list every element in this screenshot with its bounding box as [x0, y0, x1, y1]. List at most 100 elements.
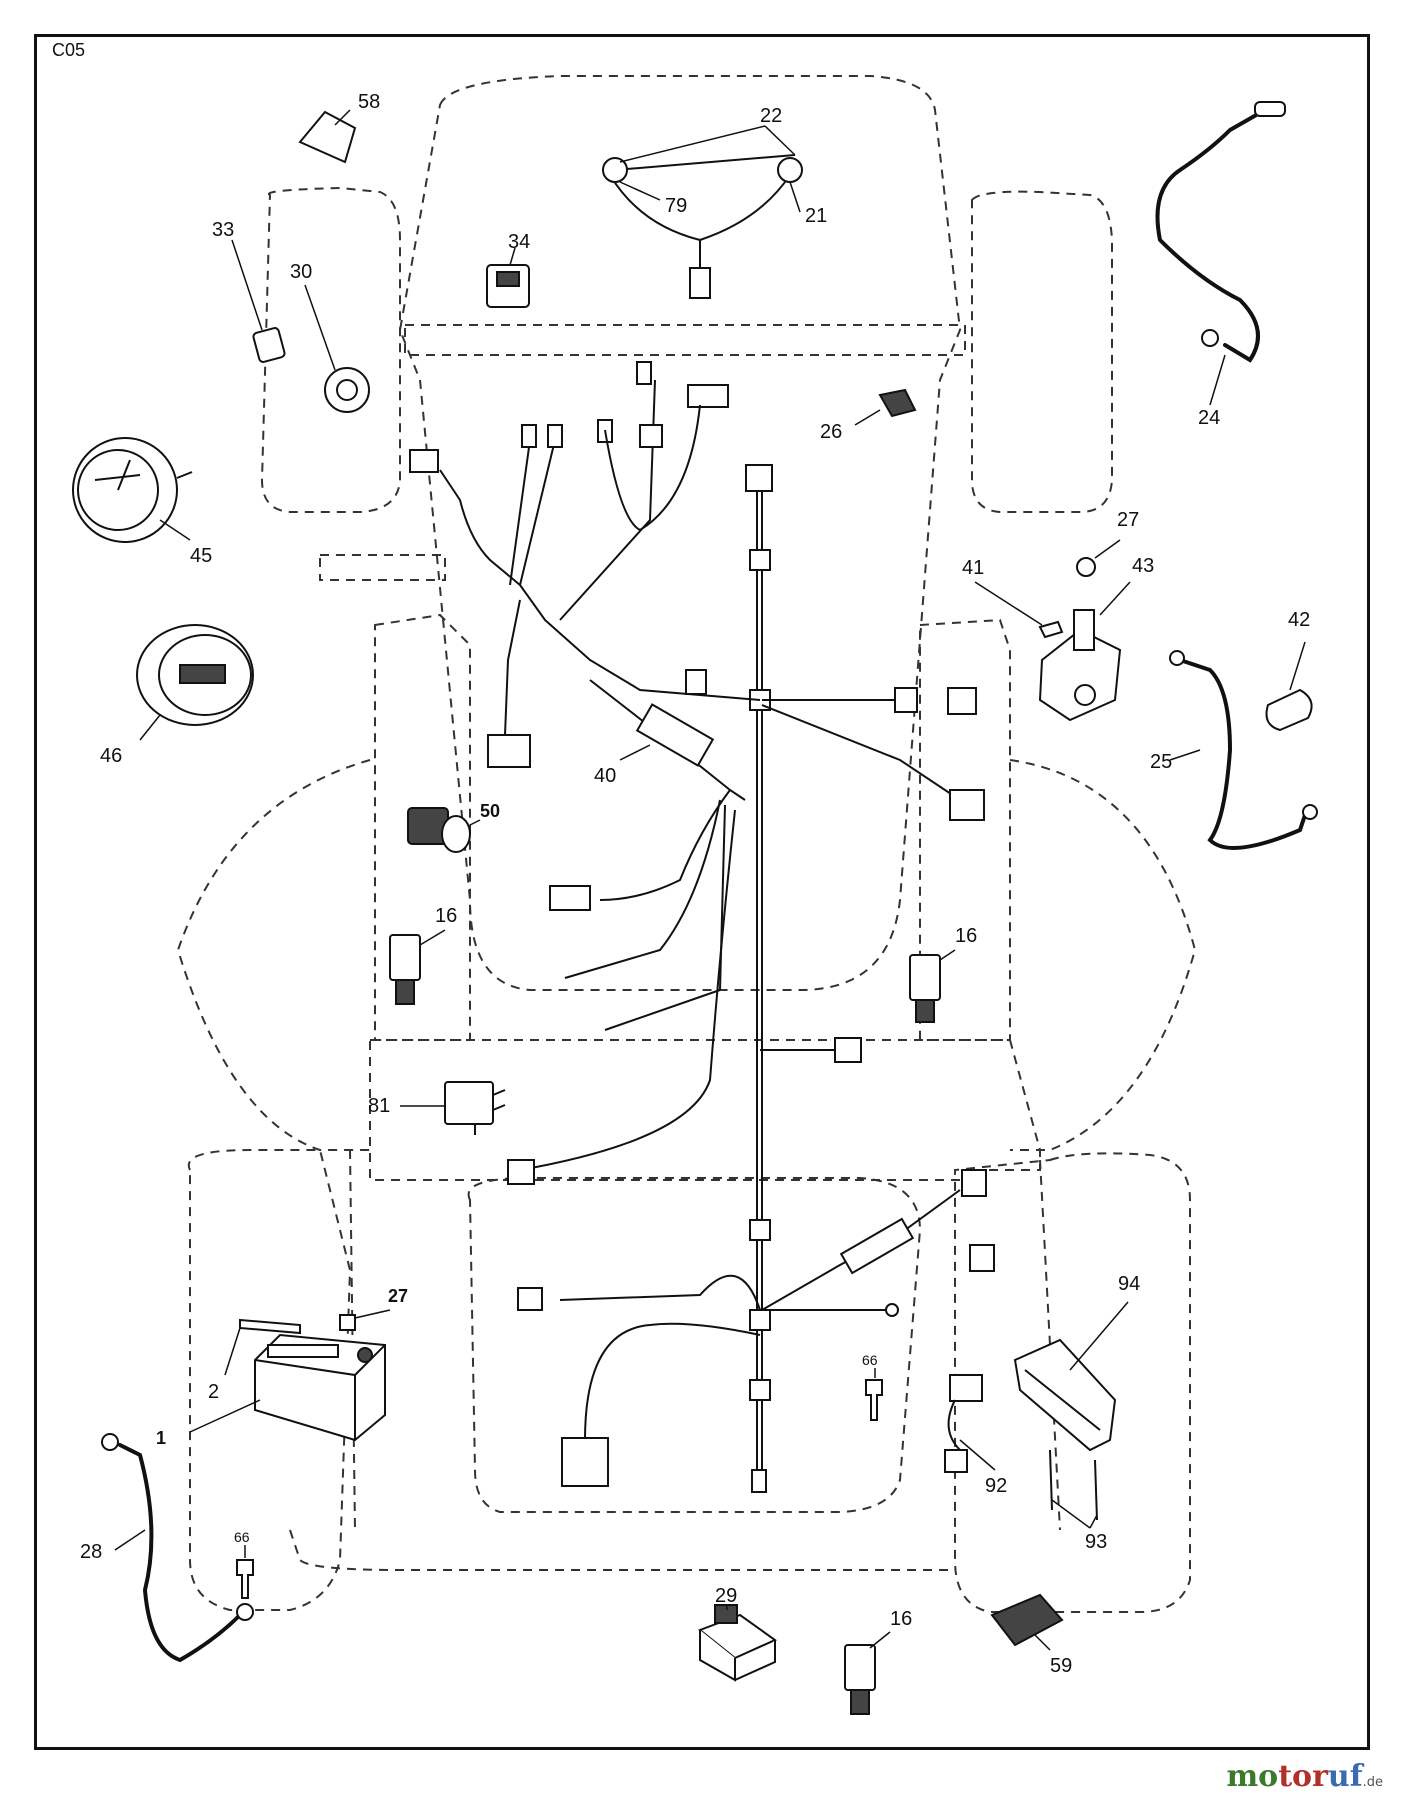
callout-50: 50 [480, 801, 500, 821]
part-81-relay [444, 1081, 506, 1135]
callout-16-bottom: 16 [890, 1608, 912, 1630]
main-wire-harness [409, 361, 995, 1493]
branch-to-plugs [509, 379, 656, 621]
harness-plug-left [409, 449, 439, 473]
callout-28: 28 [80, 1541, 102, 1563]
part-28-battery-cable [101, 1433, 254, 1663]
callout-93: 93 [1085, 1531, 1107, 1553]
callout-46: 46 [100, 745, 122, 767]
left-wheel-outline [176, 759, 371, 1151]
callout-45: 45 [190, 545, 212, 567]
part-16-switch-bottom [844, 1644, 876, 1715]
ground-ring [885, 1303, 899, 1317]
part-27-nut-lower [339, 1314, 356, 1331]
right-plug-2 [949, 789, 985, 821]
leader-lines [114, 109, 1306, 1651]
right-wheel-outline [1009, 759, 1197, 1151]
callout-16-left: 16 [435, 905, 457, 927]
callout-94: 94 [1118, 1273, 1140, 1295]
plug-5 [639, 424, 663, 448]
body-outlines [176, 75, 1197, 1613]
branch-small-box [504, 599, 521, 736]
part-45-hour-meter [72, 437, 193, 543]
right-lower-connector [834, 1037, 862, 1063]
part-22-headlight-harness [602, 154, 803, 299]
small-plug-mid [685, 669, 707, 695]
part-59-capacitor [990, 1593, 1064, 1647]
small-box [487, 734, 531, 768]
part-16-switch-left [389, 934, 421, 1005]
callout-34: 34 [508, 231, 530, 253]
connector-e [749, 1379, 771, 1401]
callout-22: 22 [760, 105, 782, 127]
rear-left-plug [517, 1287, 543, 1311]
connector-a [749, 549, 771, 571]
branch-inline [589, 679, 746, 801]
callout-92: 92 [985, 1475, 1007, 1497]
right-frame-rail [1039, 1159, 1061, 1531]
connector-f [751, 1469, 767, 1493]
branch-left-upper [519, 584, 761, 701]
right-panel-outline [971, 190, 1113, 513]
branch-left-lower-2 [564, 799, 721, 979]
rear-connector-large [561, 1437, 609, 1487]
rear-left-outline [187, 1149, 352, 1611]
sheet-code: C05 [52, 40, 86, 60]
callout-1: 1 [156, 1428, 166, 1448]
callout-66-right: 66 [862, 1352, 878, 1368]
plug-6 [687, 384, 729, 408]
right-plug [947, 687, 977, 715]
branch-right [761, 699, 961, 801]
connector-c [749, 1219, 771, 1241]
site-watermark: motoruf.de [1226, 1759, 1383, 1794]
part-29-seat-switch [698, 1604, 777, 1682]
callout-27-lower: 27 [388, 1286, 408, 1306]
part-66-bolt-left [236, 1559, 254, 1599]
part-2-bolt [239, 1318, 301, 1335]
left-panel-outline [260, 186, 401, 513]
part-46-voltmeter [136, 624, 254, 726]
callout-29: 29 [715, 1585, 737, 1607]
callout-42: 42 [1288, 609, 1310, 631]
rear-branch-left [559, 1274, 761, 1311]
left-frame-rail [349, 1149, 356, 1531]
part-34-switch [486, 264, 530, 308]
rear-right-plug-1 [961, 1169, 987, 1197]
rear-deck-outline [467, 1177, 922, 1513]
callout-30: 30 [290, 261, 312, 283]
rear-right-outline [954, 1152, 1191, 1613]
seat-mount-outline [319, 554, 446, 581]
part-94-solenoid [1013, 1338, 1117, 1452]
components [72, 101, 1318, 1715]
callout-33: 33 [212, 219, 234, 241]
part-24-battery-cable [1155, 101, 1286, 363]
rear-right-plug-2 [969, 1244, 995, 1272]
part-33-key [252, 327, 286, 363]
plug-1 [521, 424, 537, 448]
seat-switch-connector [507, 1159, 535, 1185]
branch-left-lower-4 [519, 809, 736, 1171]
left-lower-plug [549, 885, 591, 911]
callout-58: 58 [358, 91, 380, 113]
rear-fuse-holder [839, 1217, 915, 1275]
callout-81: 81 [368, 1095, 390, 1117]
callout-27-upper: 27 [1117, 509, 1139, 531]
part-41-bolt [1038, 620, 1064, 639]
part-93-screws [1049, 1449, 1098, 1521]
hood-outline [398, 75, 962, 991]
callout-16-right: 16 [955, 925, 977, 947]
part-16-switch-right [909, 954, 941, 1023]
rear-branch-down [584, 1322, 761, 1441]
callout-41: 41 [962, 557, 984, 579]
callout-2: 2 [208, 1381, 219, 1403]
left-fender-outline [374, 613, 471, 1041]
part-50-switch [407, 807, 471, 853]
seat-plate-outline [369, 1039, 1041, 1181]
right-connector [894, 687, 918, 713]
part-25-ground-cable [1169, 650, 1318, 850]
callout-24: 24 [1198, 407, 1220, 429]
connector-top [745, 464, 773, 492]
callout-66-left: 66 [234, 1529, 250, 1545]
callout-21: 21 [805, 205, 827, 227]
dash-panel-outline [404, 324, 966, 356]
